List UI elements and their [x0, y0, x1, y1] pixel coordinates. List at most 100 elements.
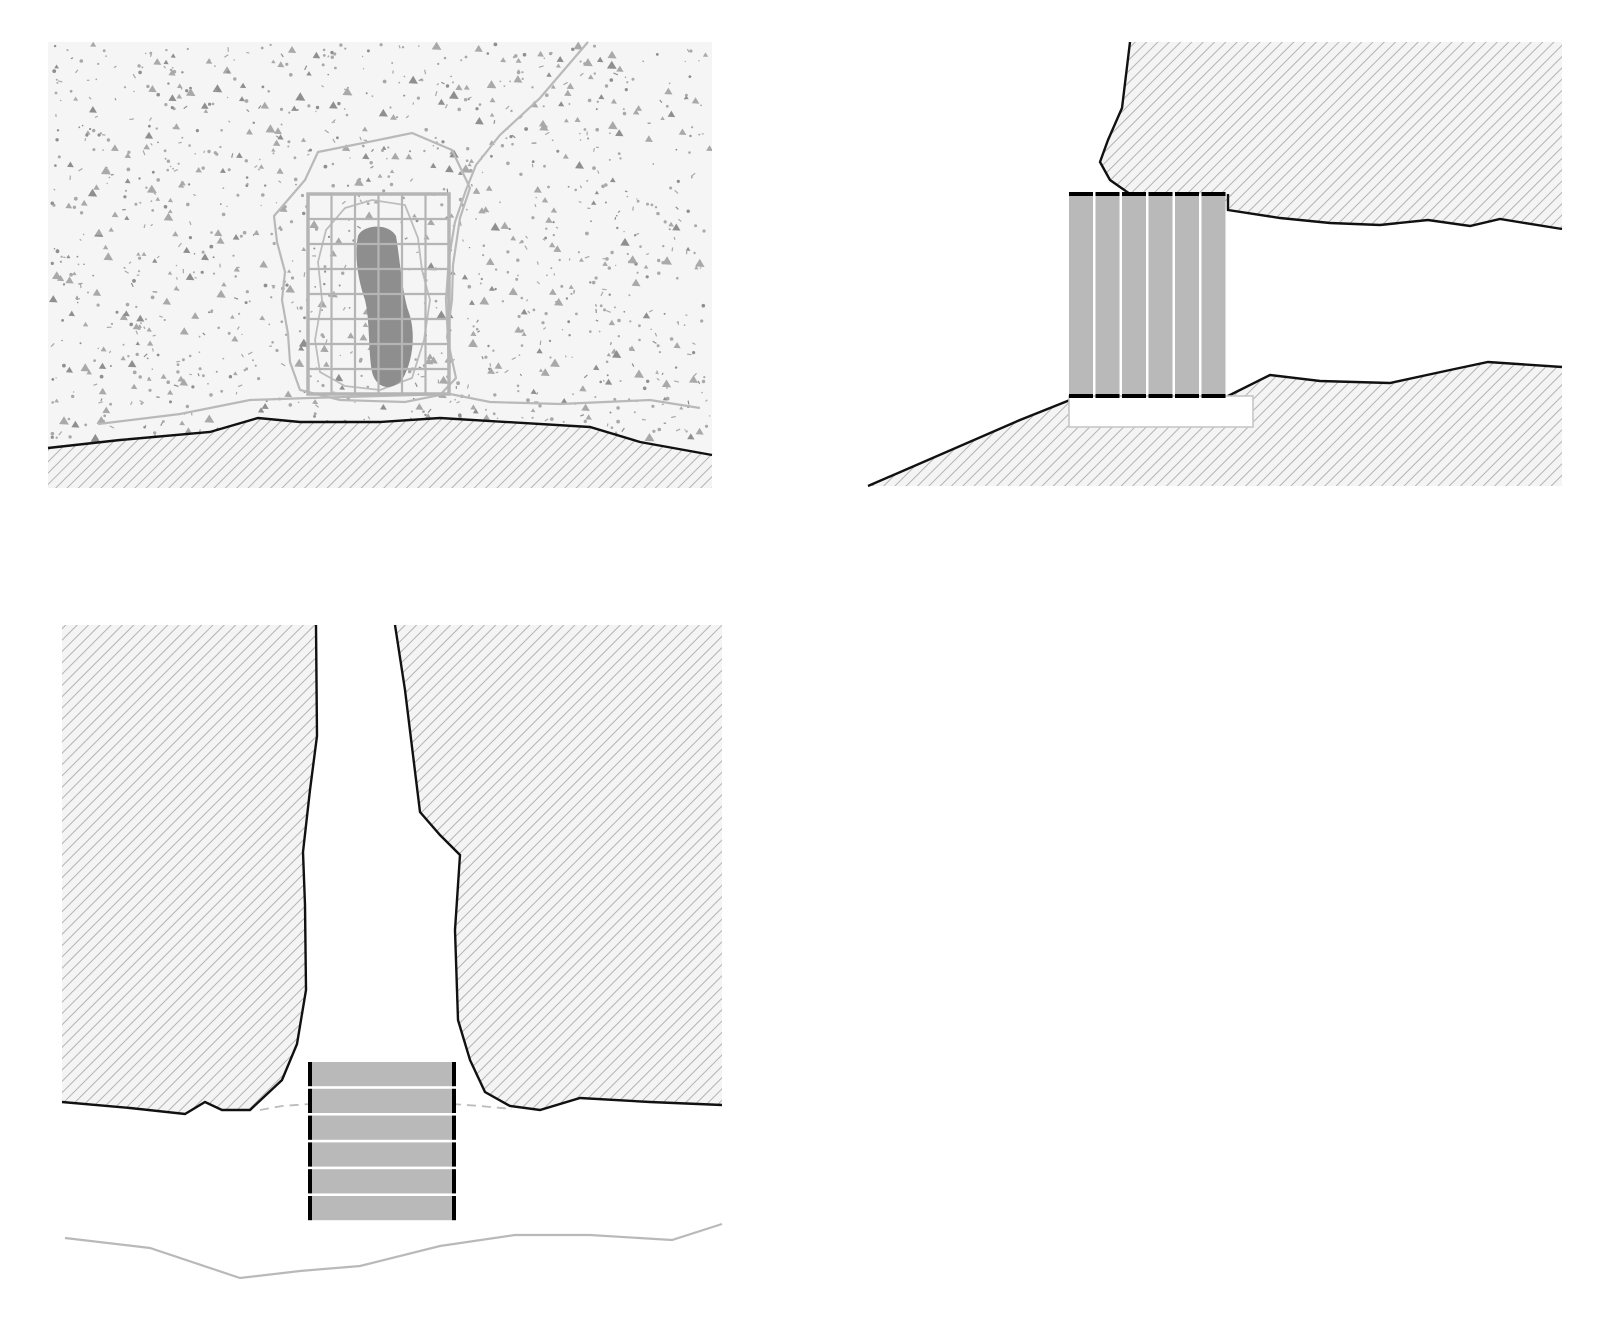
speckle: [110, 173, 114, 176]
speckle: [689, 134, 692, 138]
speckle: [665, 384, 668, 390]
speckle: [122, 310, 130, 317]
speckle: [443, 56, 447, 60]
speckle: [171, 67, 174, 69]
speckle: [238, 312, 241, 315]
speckle: [544, 418, 549, 422]
speckle: [260, 46, 264, 50]
speckle: [415, 403, 424, 410]
speckle: [437, 98, 445, 105]
speckle: [485, 257, 495, 266]
speckle: [127, 355, 130, 358]
horizontal-slab: [310, 1062, 454, 1087]
speckle: [449, 400, 452, 404]
speckle: [705, 399, 708, 402]
speckle: [280, 53, 284, 58]
speckle: [144, 52, 147, 55]
speckle: [189, 221, 192, 226]
speckle: [339, 43, 343, 47]
speckle: [646, 379, 650, 383]
speckle: [578, 201, 582, 203]
speckle: [102, 244, 109, 250]
speckle: [341, 200, 346, 205]
speckle: [98, 401, 103, 404]
vertical-slab: [1175, 194, 1199, 396]
speckle: [168, 69, 176, 76]
speckle: [482, 254, 485, 257]
speckle: [123, 86, 127, 89]
speckle: [363, 418, 366, 421]
speckle: [571, 47, 575, 51]
speckle: [517, 390, 520, 393]
speckle: [167, 209, 173, 214]
speckle: [608, 121, 618, 130]
speckle: [153, 58, 162, 65]
speckle: [520, 308, 528, 315]
speckle: [424, 413, 427, 417]
speckle: [520, 329, 524, 333]
speckle: [143, 224, 146, 229]
speckle: [224, 54, 229, 58]
speckle: [492, 412, 496, 416]
speckle: [166, 159, 171, 163]
speckle: [467, 284, 472, 289]
speckle: [87, 188, 98, 197]
speckle: [442, 187, 446, 191]
speckle: [377, 173, 383, 178]
speckle: [130, 383, 138, 390]
speckle: [136, 314, 145, 322]
speckle: [695, 427, 704, 435]
speckle: [170, 53, 176, 58]
speckle: [654, 206, 658, 209]
speckle: [404, 237, 408, 240]
speckle: [219, 167, 226, 173]
speckle: [313, 247, 316, 250]
speckle: [662, 396, 667, 401]
speckle: [533, 186, 542, 193]
speckle: [633, 411, 636, 414]
speckle: [78, 126, 81, 129]
speckle: [321, 383, 325, 388]
speckle: [359, 333, 368, 341]
speckle: [688, 75, 692, 78]
speckle: [309, 375, 312, 378]
lower-ground-line-right: [1227, 360, 1563, 398]
speckle: [536, 261, 539, 265]
speckle: [572, 393, 574, 396]
speckle: [468, 338, 478, 348]
speckle: [579, 385, 587, 392]
speckle: [145, 318, 147, 321]
speckle: [245, 367, 249, 371]
speckle: [275, 135, 280, 139]
speckle: [254, 165, 258, 168]
speckle: [261, 403, 269, 409]
speckle: [272, 286, 275, 289]
speckle: [246, 109, 250, 113]
speckle: [467, 317, 469, 320]
speckle: [590, 220, 592, 223]
speckle: [135, 352, 139, 357]
speckle: [280, 123, 283, 126]
speckle: [436, 83, 440, 86]
speckle: [520, 296, 524, 300]
speckle: [306, 71, 312, 76]
speckle: [466, 384, 470, 389]
speckle: [192, 193, 197, 197]
speckle: [186, 202, 190, 207]
speckle: [632, 109, 640, 115]
speckle: [658, 351, 662, 354]
speckle: [124, 189, 128, 192]
speckle: [181, 358, 185, 362]
speckle: [565, 297, 569, 300]
speckle: [556, 149, 560, 153]
speckle: [79, 342, 82, 345]
speckle: [284, 333, 288, 336]
speckle: [247, 351, 253, 355]
speckle: [568, 284, 574, 289]
speckle: [331, 162, 335, 166]
speckle: [599, 380, 602, 384]
speckle: [222, 187, 225, 190]
speckle: [109, 425, 115, 429]
speckle: [52, 203, 56, 207]
speckle: [698, 60, 700, 62]
